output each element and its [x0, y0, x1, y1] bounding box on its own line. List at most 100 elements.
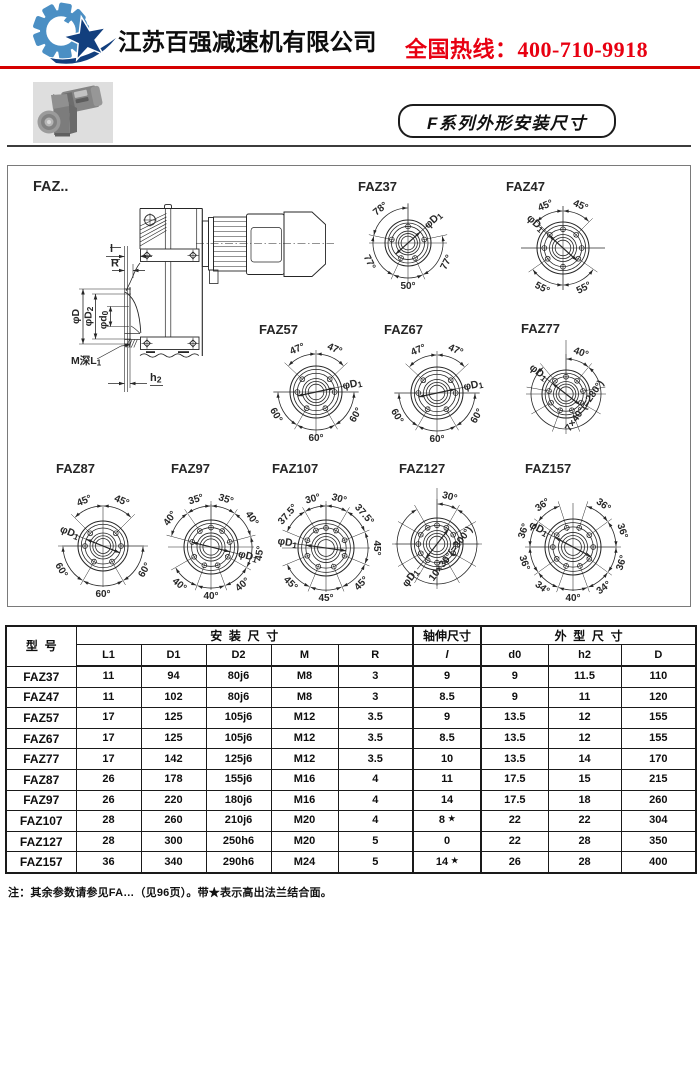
svg-text:φD1: φD1	[462, 377, 484, 393]
cell-value: 8.5	[412, 727, 483, 750]
cell-value: 80j6	[205, 686, 272, 709]
col-header-h2: h2	[547, 644, 622, 667]
cell-value: 3.5	[337, 727, 414, 750]
cell-value: 5	[337, 830, 414, 853]
cell-value: M16	[270, 768, 339, 791]
svg-text:37.5°: 37.5°	[276, 502, 300, 527]
cell-value: 8 ★	[412, 810, 483, 832]
svg-text:40°: 40°	[170, 576, 189, 594]
col-header-d0: d0	[480, 644, 549, 667]
svg-text:φD1: φD1	[277, 535, 299, 550]
svg-text:36°: 36°	[614, 522, 629, 540]
group-header-shaft: 轴伸尺寸	[412, 625, 483, 645]
cell-value: 17	[75, 748, 142, 770]
cell-model: FAZ157	[5, 851, 77, 874]
cell-value: M20	[270, 810, 339, 832]
svg-text:37.5°: 37.5°	[352, 502, 376, 527]
cell-value: 105j6	[205, 727, 272, 750]
svg-text:47°: 47°	[288, 341, 306, 357]
cell-value: 250h6	[205, 830, 272, 853]
svg-text:45°: 45°	[571, 198, 589, 214]
svg-text:45°: 45°	[254, 545, 267, 561]
flange-view-FAZ87	[58, 504, 148, 587]
section-divider	[7, 145, 691, 147]
company-name: 江苏百强减速机有限公司	[118, 29, 377, 55]
cell-value: 94	[140, 665, 207, 688]
cell-value: 9	[412, 707, 483, 729]
svg-text:60°: 60°	[429, 434, 444, 445]
svg-text:45°: 45°	[112, 493, 130, 509]
cell-value: 17	[75, 727, 142, 750]
flange-view-FAZ97	[166, 501, 256, 591]
svg-text:40°: 40°	[233, 576, 252, 594]
cell-value: 3	[337, 665, 414, 688]
cell-value: 28	[547, 851, 622, 874]
cell-value: M12	[270, 727, 339, 750]
cell-value: 3	[337, 686, 414, 709]
cell-value: 125	[140, 727, 207, 750]
cell-value: 13.5	[480, 727, 549, 750]
flange-view-FAZ77	[526, 340, 606, 434]
svg-text:φD1: φD1	[237, 548, 259, 565]
cell-value: 210j6	[205, 810, 272, 832]
svg-text:36°: 36°	[516, 522, 531, 540]
cell-value: 290h6	[205, 851, 272, 874]
svg-text:77°: 77°	[439, 253, 456, 271]
cell-value: 125	[140, 707, 207, 729]
cell-value: 102	[140, 686, 207, 709]
cell-value: 28	[547, 830, 622, 853]
svg-text:45°: 45°	[75, 493, 93, 509]
cell-value: 28	[75, 830, 142, 853]
svg-text:30°: 30°	[304, 492, 321, 507]
cell-value: M12	[270, 748, 339, 770]
cell-value: 10	[412, 748, 483, 770]
svg-text:30°: 30°	[330, 492, 347, 507]
col-header-model: 型 号	[5, 625, 77, 667]
flange-title: FAZ57	[259, 322, 298, 337]
svg-text:36°: 36°	[516, 554, 531, 572]
cell-value: 304	[620, 810, 697, 832]
flange-view-FAZ57	[273, 350, 359, 434]
cell-value: 142	[140, 748, 207, 770]
cell-value: 4	[337, 810, 414, 832]
cell-value: M24	[270, 851, 339, 874]
table-group-header-row: 型 号安 装 尺 寸轴伸尺寸外 型 尺 寸	[5, 625, 697, 667]
cell-value: 14	[547, 748, 622, 770]
cell-value: 11	[547, 686, 622, 709]
svg-text:l: l	[110, 243, 113, 255]
cell-value: 22	[480, 810, 549, 832]
group-header-outline: 外 型 尺 寸	[480, 625, 697, 645]
svg-text:77°: 77°	[361, 253, 378, 271]
product-thumbnail	[33, 82, 113, 143]
cell-model: FAZ47	[5, 686, 77, 709]
cell-value: 26	[75, 768, 142, 791]
flange-title: FAZ107	[272, 461, 318, 476]
cell-value: 340	[140, 851, 207, 874]
flange-title: FAZ97	[171, 461, 210, 476]
group-header-install: 安 装 尺 寸	[75, 625, 414, 645]
cell-value: 125j6	[205, 748, 272, 770]
svg-text:47°: 47°	[446, 342, 464, 358]
series-title-banner: F系列外形安装尺寸	[398, 104, 616, 138]
flange-view-FAZ37	[368, 203, 448, 282]
cell-value: 17.5	[480, 789, 549, 812]
cell-value: 215	[620, 768, 697, 791]
cell-value: 36	[75, 851, 142, 874]
hotline-phone: 全国热线：400-710-9918	[405, 37, 649, 62]
cell-value: 3.5	[337, 707, 414, 729]
svg-text:60°: 60°	[95, 589, 110, 600]
cell-value: M8	[270, 686, 339, 709]
cell-value: 14 ★	[412, 851, 483, 874]
cell-value: 260	[140, 810, 207, 832]
cell-value: 22	[547, 810, 622, 832]
company-logo	[33, 2, 117, 65]
cell-value: M16	[270, 789, 339, 812]
svg-text:34°: 34°	[595, 579, 614, 597]
